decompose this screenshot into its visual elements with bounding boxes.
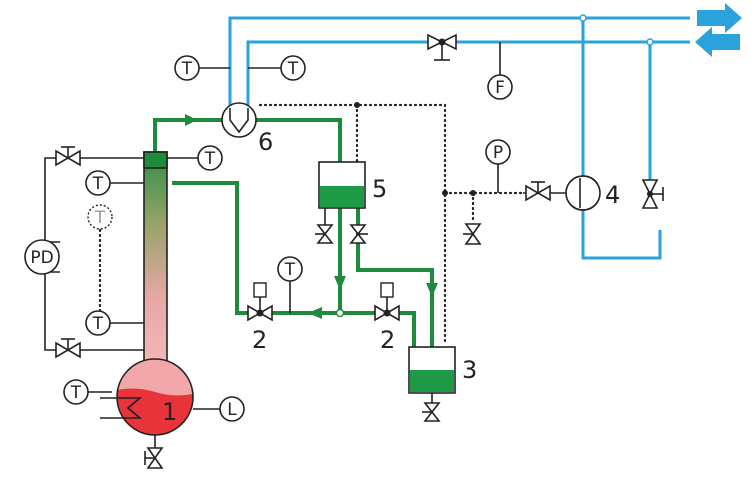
temp-indicator-column-lower: T	[85, 310, 111, 336]
condenser	[221, 102, 257, 138]
cooling-water-lines	[228, 14, 690, 260]
pressure-indicator: P	[485, 139, 511, 165]
svg-text:T: T	[92, 314, 104, 334]
label-reflux-drum: 5	[372, 175, 387, 203]
label-receiver: 3	[462, 356, 477, 384]
svg-text:T: T	[287, 59, 299, 79]
cooling-water-supply-arrow-icon	[697, 3, 742, 33]
svg-text:P: P	[493, 143, 503, 163]
flow-indicator: F	[487, 74, 513, 100]
svg-text:L: L	[227, 400, 237, 420]
svg-text:T: T	[284, 260, 296, 280]
temp-indicator-column-mid: T	[87, 204, 113, 230]
distillation-column	[143, 151, 168, 363]
pd-valve-top	[55, 146, 81, 167]
small-drain-valve-vent	[463, 223, 482, 245]
label-pump: 4	[605, 181, 620, 209]
level-indicator-still: L	[219, 396, 245, 422]
svg-text:T: T	[92, 174, 104, 194]
reflux-control-valve	[247, 282, 273, 322]
vent-valve	[525, 181, 551, 202]
vacuum-pump	[565, 175, 601, 211]
temp-indicator-column-upper: T	[85, 170, 111, 196]
reflux-drum-outlet-valve	[349, 224, 368, 244]
receiver-drain-valve	[422, 402, 441, 422]
svg-text:PD: PD	[30, 248, 53, 268]
svg-text:T: T	[204, 149, 216, 169]
svg-text:T: T	[94, 208, 106, 228]
svg-text:F: F	[495, 78, 505, 98]
vent-lines	[98, 102, 525, 347]
temp-indicator-column-top: T	[197, 145, 223, 171]
receiver-vessel	[408, 346, 456, 394]
label-valve-a: 2	[252, 326, 267, 354]
svg-text:T: T	[181, 59, 193, 79]
cw-control-valve	[427, 33, 457, 61]
reflux-drum-drain-valve	[315, 224, 334, 244]
distillate-control-valve	[374, 282, 400, 322]
relief-valve	[641, 179, 664, 209]
temp-indicator-still: T	[63, 379, 89, 405]
label-condenser: 6	[258, 128, 273, 156]
svg-text:T: T	[70, 383, 82, 403]
reflux-drum	[318, 161, 366, 209]
temp-indicator-distillate: T	[277, 256, 303, 282]
cooling-water-return-arrow-icon	[695, 27, 740, 57]
still-pot	[100, 358, 194, 436]
label-valve-b: 2	[380, 326, 395, 354]
pd-valve-bottom	[55, 338, 81, 359]
differential-pressure-indicator: PD	[24, 239, 60, 275]
still-drain-valve	[144, 447, 164, 469]
temp-indicator-cw-out: T	[280, 55, 306, 81]
temp-indicator-cw-in: T	[174, 55, 200, 81]
label-still: 1	[162, 398, 177, 426]
